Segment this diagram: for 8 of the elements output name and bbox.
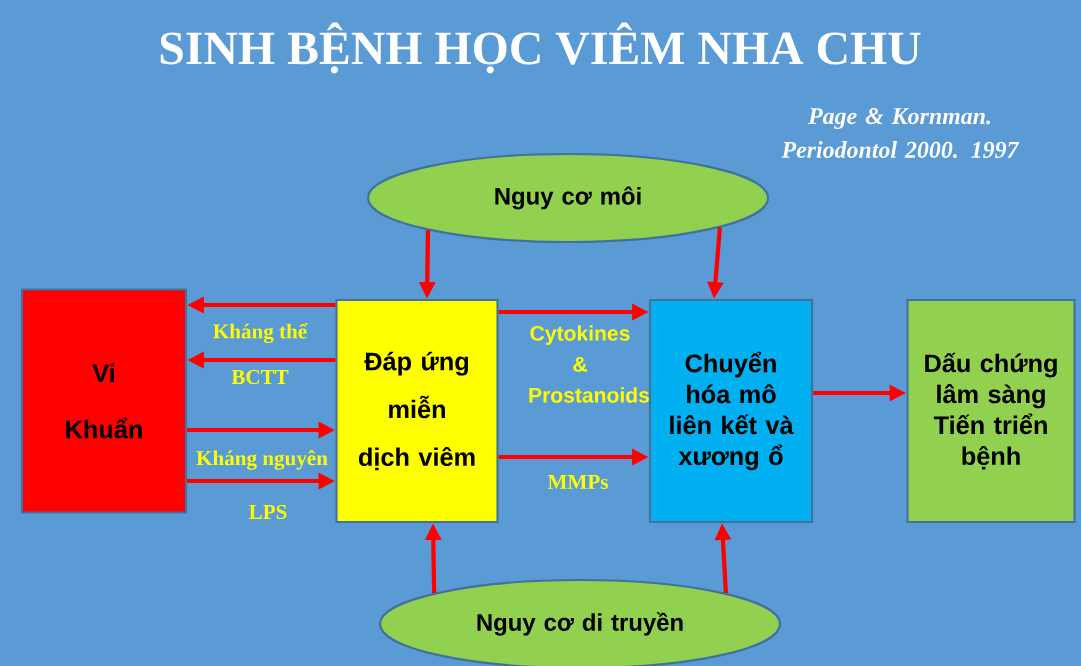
citation: Page & Kornman. Periodontol 2000. 1997: [781, 108, 1020, 158]
edge-label: Kháng thể: [211, 321, 309, 345]
title: SINH BỆNH HỌC VIÊM NHA CHU: [160, 22, 921, 74]
process-box: Chuyển hóa mô liên kết và xương ổ: [648, 298, 814, 524]
edge-label: Cytokines & Prostanoids: [526, 323, 649, 405]
process-box: Dấu chứng lâm sàng Tiến triển bệnh: [906, 298, 1076, 524]
process-box: Vi Khuẩn: [20, 288, 188, 514]
process-box: Đáp ứng miễn dịch viêm: [335, 298, 499, 524]
